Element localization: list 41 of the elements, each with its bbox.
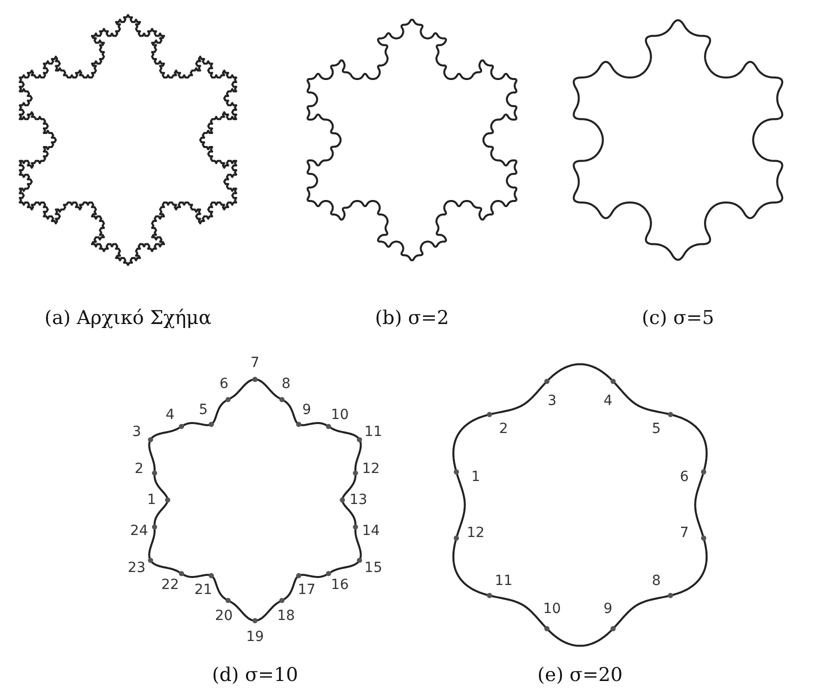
point-number: 8 — [282, 377, 290, 392]
point-number: 11 — [494, 574, 513, 588]
figure-caption: (d) σ=10 — [212, 664, 298, 686]
point-number: 2 — [499, 422, 508, 436]
point-number: 4 — [603, 394, 612, 408]
point-number: 23 — [128, 561, 146, 576]
point-number: 3 — [132, 424, 142, 439]
point-number: 24 — [130, 524, 148, 538]
point-number: 14 — [362, 524, 380, 538]
figure-caption: (c) σ=5 — [642, 307, 714, 329]
point-number: 6 — [680, 470, 689, 484]
point-number: 10 — [330, 408, 349, 422]
point-number: 10 — [543, 602, 561, 616]
point-number: 11 — [364, 424, 382, 439]
figure-caption: (e) σ=20 — [537, 664, 623, 686]
point-number: 16 — [330, 578, 349, 592]
point-number: 15 — [364, 561, 382, 576]
point-number: 1 — [147, 493, 156, 507]
point-number: 3 — [548, 394, 556, 408]
point-number: 7 — [680, 526, 689, 540]
point-number: 2 — [134, 462, 144, 476]
point-number: 21 — [194, 582, 212, 596]
figure-caption: (a) Αρχικό Σχήμα — [44, 307, 212, 329]
point-number: 12 — [466, 526, 485, 540]
point-number: 5 — [198, 403, 208, 418]
point-number: 17 — [298, 582, 316, 596]
point-number: 13 — [349, 493, 368, 507]
point-number: 12 — [362, 462, 380, 476]
point-number: 8 — [652, 574, 661, 588]
point-number: 9 — [603, 602, 612, 616]
point-number: 5 — [652, 422, 661, 436]
point-number: 18 — [277, 608, 295, 623]
point-number: 4 — [166, 408, 175, 422]
point-number: 1 — [471, 470, 480, 484]
point-number: 6 — [219, 377, 228, 392]
point-number: 19 — [246, 630, 264, 644]
point-number: 22 — [161, 578, 180, 592]
point-number: 9 — [302, 403, 312, 418]
figure-caption: (b) σ=2 — [375, 307, 449, 329]
point-number: 7 — [250, 356, 260, 370]
point-number: 20 — [215, 608, 233, 623]
